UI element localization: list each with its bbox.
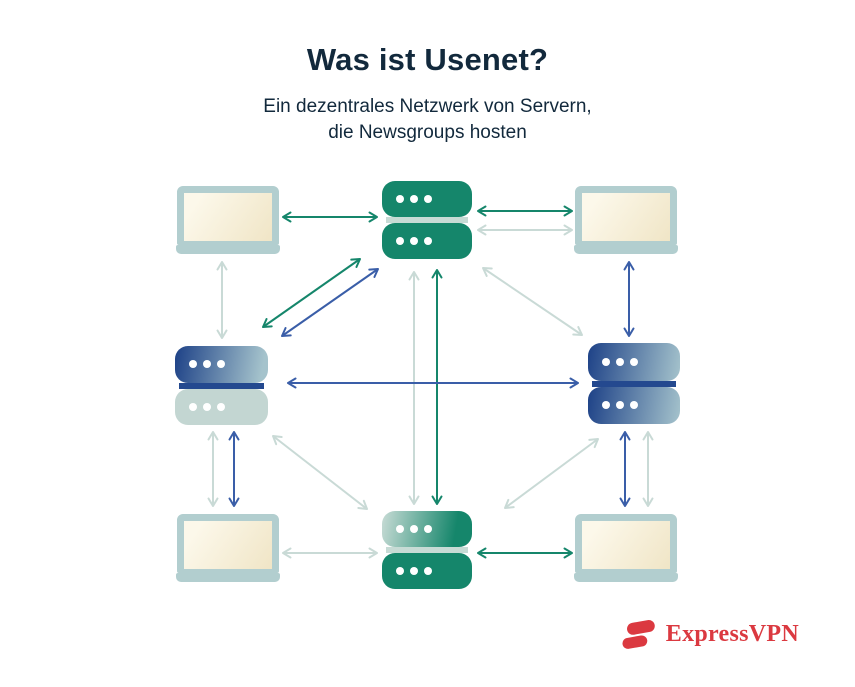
server-led: [410, 237, 418, 245]
page-subtitle: Ein dezentrales Netzwerk von Servern, die…: [0, 94, 855, 146]
laptop-screen: [177, 514, 279, 573]
arrow-light: [482, 267, 583, 336]
server-divider: [592, 380, 676, 387]
page-title: Was ist Usenet?: [306, 42, 549, 77]
laptop-base: [176, 245, 280, 254]
subtitle-line-1: Ein dezentrales Netzwerk von Servern,: [263, 96, 592, 117]
server-bottom: [382, 511, 472, 589]
laptop-top-right: [574, 186, 678, 254]
laptop-screen: [575, 186, 677, 245]
server-led: [424, 525, 432, 533]
server-led: [396, 525, 404, 533]
server-right: [588, 343, 680, 424]
server-led: [189, 402, 197, 411]
server-led: [410, 195, 418, 203]
arrow-blue: [281, 268, 379, 337]
server-led: [602, 357, 610, 366]
server-led: [396, 237, 404, 245]
server-led: [424, 237, 432, 245]
laptop-bottom-right: [574, 514, 678, 582]
server-led: [189, 360, 197, 369]
server-led: [630, 401, 638, 410]
server-unit-top: [588, 343, 680, 381]
server-led: [424, 567, 432, 575]
laptop-screen: [177, 186, 279, 245]
subtitle-line-2: die Newsgroups hosten: [328, 122, 527, 143]
laptop-base: [574, 245, 678, 254]
expressvpn-logo-icon: [622, 620, 655, 649]
server-led: [602, 401, 610, 410]
server-led: [396, 195, 404, 203]
brand-footer: ExpressVPN: [620, 618, 799, 651]
server-led: [217, 360, 225, 369]
server-led: [410, 525, 418, 533]
server-unit-bottom: [382, 223, 472, 259]
server-unit-top: [175, 346, 268, 383]
arrow-green: [262, 258, 361, 328]
laptop-top-left: [176, 186, 280, 254]
server-unit-top: [382, 511, 472, 547]
server-led: [424, 195, 432, 203]
laptop-base: [176, 573, 280, 582]
server-led: [616, 357, 624, 366]
arrow-light: [272, 435, 368, 510]
server-unit-bottom: [175, 388, 268, 425]
server-led: [630, 357, 638, 366]
server-led: [616, 401, 624, 410]
laptop-base: [574, 573, 678, 582]
server-led: [203, 360, 211, 369]
server-divider: [179, 382, 264, 389]
arrow-light: [504, 438, 599, 509]
server-divider: [386, 217, 468, 223]
server-unit-bottom: [382, 553, 472, 589]
expressvpn-logo-text: ExpressVPN: [665, 621, 799, 647]
laptop-bottom-left: [176, 514, 280, 582]
server-unit-bottom: [588, 386, 680, 424]
server-left: [175, 346, 268, 425]
server-led: [203, 402, 211, 411]
server-divider: [386, 547, 468, 553]
server-top: [382, 181, 472, 259]
server-led: [396, 567, 404, 575]
server-led: [410, 567, 418, 575]
header: Was ist Usenet? Ein dezentrales Netzwerk…: [0, 42, 855, 146]
server-led: [217, 402, 225, 411]
laptop-screen: [575, 514, 677, 573]
server-unit-top: [382, 181, 472, 217]
